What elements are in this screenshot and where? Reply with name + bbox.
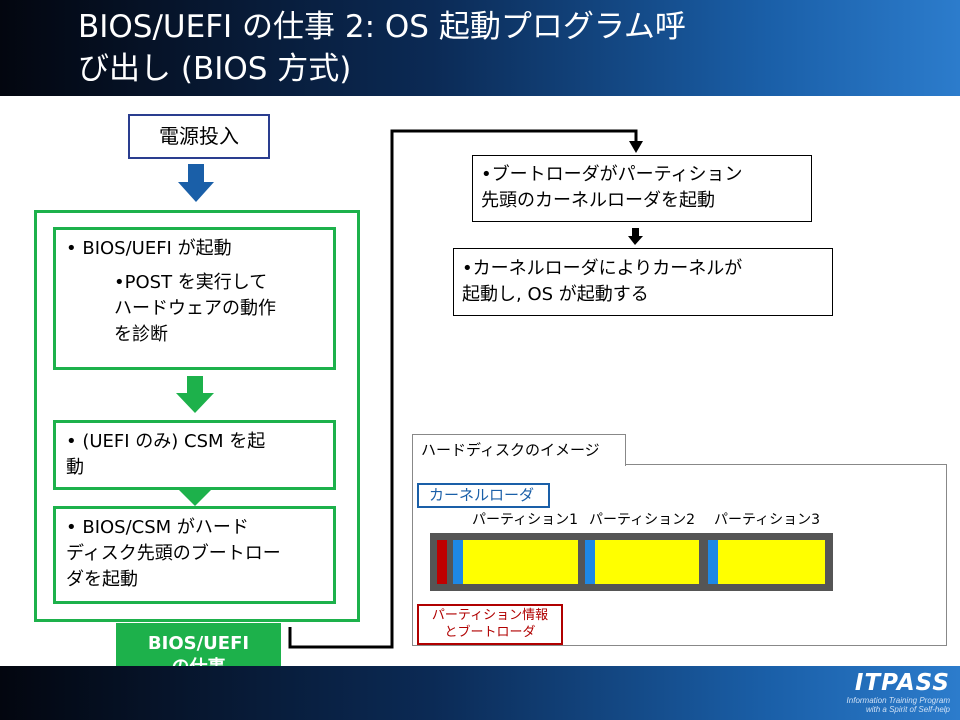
partition-3-label: パーティション3 [714, 512, 821, 528]
title-line-1: BIOS/UEFI の仕事 2: OS 起動プログラム呼 [78, 9, 686, 45]
down-arrow-icon [176, 376, 214, 413]
partition-info-line: とブートローダ [444, 625, 536, 640]
disk-bar [430, 533, 833, 591]
partition-3-header [708, 540, 718, 584]
partition-2-header [585, 540, 595, 584]
partition-info-callout: パーティション情報 とブートローダ [417, 604, 563, 645]
disk-image-tab: ハードディスクのイメージ [412, 434, 626, 466]
partition-2-body [595, 540, 699, 584]
logo-text: ITPASS [854, 670, 950, 696]
down-arrow-icon [628, 228, 643, 245]
kernel-loader-line: 先頭のカーネルローダを起動 [481, 190, 715, 211]
step-bootloader-line: ダを起動 [66, 569, 138, 590]
partition-1-label: パーティション1 [472, 512, 579, 528]
step-post-text: •POST を実行して ハードウェアの動作 を診断 [114, 270, 323, 348]
partition-3-body [718, 540, 825, 584]
slide-footer: ITPASS Information Training Program with… [0, 666, 960, 720]
step-kernel-loader: •ブートローダがパーティション 先頭のカーネルローダを起動 [472, 155, 812, 222]
partition-1-header [453, 540, 463, 584]
kernel-loader-line: •ブートローダがパーティション [481, 164, 743, 185]
partition-1-body [463, 540, 578, 584]
title-line-2: び出し (BIOS 方式) [78, 51, 352, 87]
itpass-logo: ITPASS Information Training Program with… [810, 670, 950, 714]
step-post-line: •POST を実行して [114, 272, 268, 293]
mbr-segment [437, 540, 447, 584]
disk-image-tab-label: ハードディスクのイメージ [421, 441, 600, 459]
kernel-loader-callout-text: カーネルローダ [429, 486, 535, 504]
step-os-start: •カーネルローダによりカーネルが 起動し, OS が起動する [453, 248, 833, 316]
step-bios-start-main: • BIOS/UEFI が起動 [66, 238, 232, 259]
connector-arrow-icon [288, 129, 643, 649]
role-label-line: BIOS/UEFI [147, 633, 250, 654]
power-on-box: 電源投入 [128, 114, 270, 159]
step-csm-line: 動 [66, 457, 84, 478]
power-on-label: 電源投入 [159, 124, 239, 148]
step-csm-start: • (UEFI のみ) CSM を起 動 [53, 420, 336, 490]
logo-subtitle: with a Spirit of Self-help [865, 705, 950, 714]
os-start-line: 起動し, OS が起動する [462, 284, 649, 305]
step-csm-line: • (UEFI のみ) CSM を起 [66, 431, 266, 452]
step-bios-start: • BIOS/UEFI が起動 •POST を実行して ハードウェアの動作 を診… [53, 227, 336, 370]
partition-2-label: パーティション2 [589, 512, 696, 528]
partition-info-line: パーティション情報 [431, 608, 549, 623]
step-bootloader-start: • BIOS/CSM がハード ディスク先頭のブートロー ダを起動 [53, 506, 336, 604]
step-post-line: ハードウェアの動作 [114, 298, 276, 319]
step-post-line: を診断 [114, 324, 168, 345]
down-arrow-icon [178, 164, 214, 202]
logo-subtitle: Information Training Program [846, 696, 950, 705]
kernel-loader-callout: カーネルローダ [417, 483, 550, 508]
bios-uefi-group [34, 210, 360, 622]
slide-title: BIOS/UEFI の仕事 2: OS 起動プログラム呼 び出し (BIOS 方… [78, 6, 938, 90]
step-bootloader-line: • BIOS/CSM がハード [66, 517, 249, 538]
step-bootloader-line: ディスク先頭のブートロー [66, 543, 281, 564]
os-start-line: •カーネルローダによりカーネルが [462, 258, 743, 279]
slide-header: BIOS/UEFI の仕事 2: OS 起動プログラム呼 び出し (BIOS 方… [0, 0, 960, 96]
